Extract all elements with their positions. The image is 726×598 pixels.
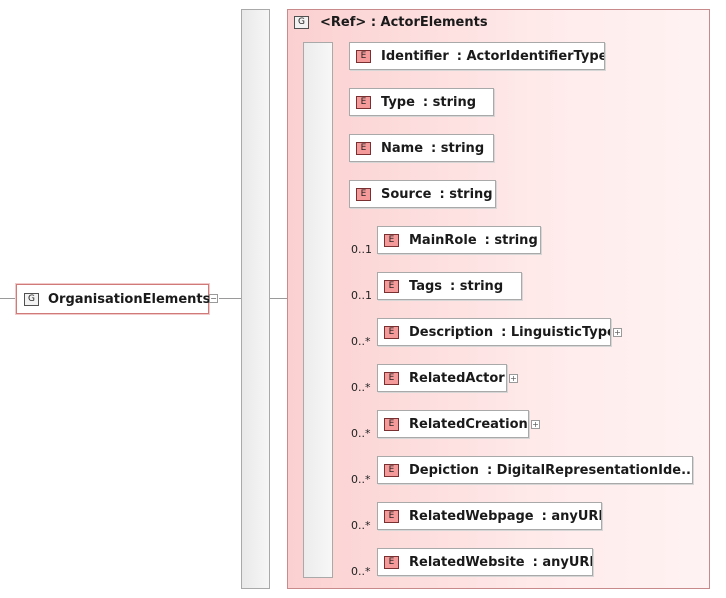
- element-name: RelatedWebpage: [409, 509, 534, 524]
- group-type-label: : ActorElements: [370, 15, 488, 30]
- group-ref-label: <Ref>: [320, 15, 367, 30]
- element-name: Name: [381, 141, 424, 156]
- multiplicity-label: 0..1: [351, 289, 372, 302]
- element-name: Depiction: [409, 463, 479, 478]
- element-name: Identifier: [381, 49, 449, 64]
- element-name: Description: [409, 325, 494, 340]
- element-type: : string: [422, 95, 477, 110]
- element-type: : ActorIdentifierType: [456, 49, 605, 64]
- element-node[interactable]: E Depiction : DigitalRepresentationIde...: [377, 456, 693, 484]
- root-label: OrganisationElements: [48, 292, 211, 307]
- element-badge-icon: E: [384, 234, 399, 247]
- element-badge-icon: E: [356, 142, 371, 155]
- element-badge-icon: E: [356, 96, 371, 109]
- element-node[interactable]: E RelatedWebpage : anyURI: [377, 502, 602, 530]
- element-name: Tags: [409, 279, 443, 294]
- element-badge-icon: E: [384, 372, 399, 385]
- element-node[interactable]: E RelatedCreation: [377, 410, 529, 438]
- element-node[interactable]: E RelatedActor: [377, 364, 507, 392]
- element-type: : anyURI: [532, 555, 593, 570]
- multiplicity-label: 0..*: [351, 473, 371, 486]
- element-type: : string: [439, 187, 493, 202]
- element-node[interactable]: E Description : LinguisticType: [377, 318, 611, 346]
- element-type: : DigitalRepresentationIde...: [486, 463, 693, 478]
- element-node[interactable]: E Source : string: [349, 180, 496, 208]
- element-node[interactable]: E MainRole : string: [377, 226, 541, 254]
- expand-icon[interactable]: +: [613, 328, 622, 337]
- element-badge-icon: E: [384, 326, 399, 339]
- collapse-icon[interactable]: −: [209, 294, 218, 303]
- multiplicity-label: 0..*: [351, 427, 371, 440]
- element-badge-icon: E: [384, 280, 399, 293]
- multiplicity-label: 0..*: [351, 565, 371, 578]
- element-name: RelatedActor: [409, 371, 505, 386]
- element-type: : LinguisticType: [501, 325, 611, 340]
- multiplicity-label: 0..*: [351, 519, 371, 532]
- group-badge-icon: G: [24, 293, 39, 306]
- multiplicity-label: 0..1: [351, 243, 372, 256]
- element-badge-icon: E: [384, 556, 399, 569]
- element-node[interactable]: E Name : string: [349, 134, 494, 162]
- element-name: RelatedCreation: [409, 417, 528, 432]
- group-badge-icon: G: [294, 16, 309, 29]
- element-node[interactable]: E RelatedWebsite : anyURI: [377, 548, 593, 576]
- outer-sequence-compositor[interactable]: [241, 9, 270, 589]
- expand-icon[interactable]: +: [509, 374, 518, 383]
- element-node[interactable]: E Identifier : ActorIdentifierType: [349, 42, 605, 70]
- element-type: : string: [431, 141, 485, 156]
- multiplicity-label: 0..*: [351, 381, 371, 394]
- element-node[interactable]: E Tags : string: [377, 272, 522, 300]
- element-badge-icon: E: [384, 510, 399, 523]
- element-name: MainRole: [409, 233, 477, 248]
- element-type: : string: [484, 233, 538, 248]
- element-badge-icon: E: [356, 188, 371, 201]
- element-type: : anyURI: [541, 509, 602, 524]
- element-name: Source: [381, 187, 432, 202]
- element-type: : string: [450, 279, 504, 294]
- multiplicity-label: 0..*: [351, 335, 371, 348]
- element-name: RelatedWebsite: [409, 555, 525, 570]
- organisation-elements-node[interactable]: G OrganisationElements: [16, 284, 211, 314]
- element-badge-icon: E: [384, 464, 399, 477]
- expand-icon[interactable]: +: [531, 420, 540, 429]
- element-badge-icon: E: [356, 50, 371, 63]
- element-badge-icon: E: [384, 418, 399, 431]
- element-name: Type: [381, 95, 415, 110]
- element-node[interactable]: E Type : string: [349, 88, 494, 116]
- inner-sequence-compositor[interactable]: [303, 42, 333, 578]
